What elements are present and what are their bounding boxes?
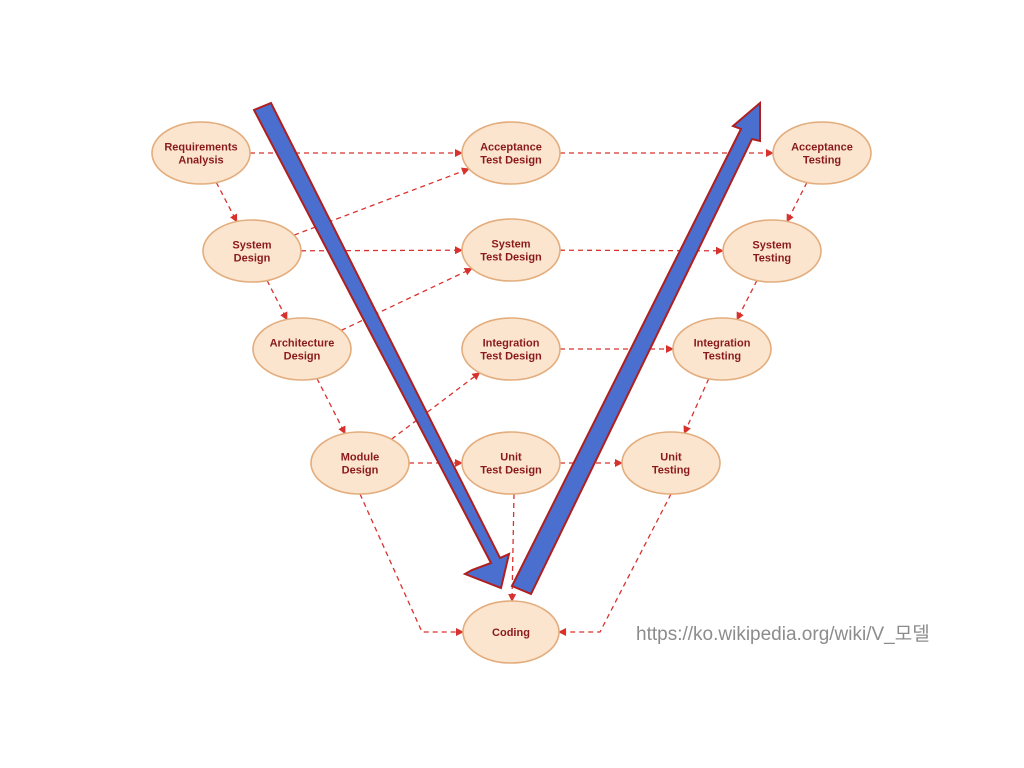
node-ellipse: [461, 431, 561, 495]
downward-flow-arrow: [252, 101, 511, 590]
node-ellipse: [461, 317, 561, 381]
node-label: Coding: [492, 627, 530, 639]
link-st-to-it: [736, 280, 758, 321]
node-ellipse: [461, 121, 561, 185]
node-label: Design: [234, 253, 271, 265]
node-label: Integration: [483, 338, 540, 350]
node-label: Test Design: [480, 155, 542, 167]
node-label: Architecture: [270, 338, 335, 350]
node-label: Acceptance: [791, 142, 853, 154]
node-ellipse: [252, 317, 352, 381]
link-ad-to-md: [316, 378, 346, 435]
node-label: Test Design: [480, 465, 542, 477]
node-label: System: [752, 240, 791, 252]
node-label: Module: [341, 452, 380, 464]
link-at-to-st: [786, 182, 808, 223]
link-it-to-ut: [683, 378, 710, 435]
link-ad-to-std: [340, 267, 473, 331]
node-label: Integration: [694, 338, 751, 350]
node-label: System: [491, 239, 530, 251]
link-ut-to-cod: [558, 493, 672, 636]
link-md-to-cod: [359, 493, 464, 636]
node-ellipse: [151, 121, 251, 185]
node-label: System: [232, 240, 271, 252]
node-label: Design: [284, 351, 321, 363]
node-ellipse: [461, 218, 561, 282]
node-label: Test Design: [480, 351, 542, 363]
node-label: Testing: [753, 253, 791, 265]
node-ellipse: [722, 219, 822, 283]
link-sd-to-ad: [266, 280, 288, 321]
node-ellipse: [772, 121, 872, 185]
source-url: https://ko.wikipedia.org/wiki/V_모델: [636, 624, 930, 645]
node-label: Testing: [803, 155, 841, 167]
node-label: Testing: [703, 351, 741, 363]
upward-flow-arrow: [510, 100, 761, 596]
link-req-to-sd: [215, 182, 238, 223]
node-ellipse: [462, 600, 560, 664]
link-md-to-itd: [391, 372, 481, 440]
node-label: Unit: [500, 452, 522, 464]
node-label: Acceptance: [480, 142, 542, 154]
node-label: Design: [342, 465, 379, 477]
node-label: Analysis: [178, 155, 223, 167]
node-label: Test Design: [480, 252, 542, 264]
node-label: Requirements: [164, 142, 237, 154]
node-ellipse: [621, 431, 721, 495]
node-label: Unit: [660, 452, 682, 464]
node-ellipse: [310, 431, 410, 495]
link-sd-to-std: [300, 246, 463, 255]
node-ellipse: [202, 219, 302, 283]
flow-arrows: [252, 100, 761, 596]
node-cod: Coding: [462, 600, 560, 664]
node-label: Testing: [652, 465, 690, 477]
node-ellipse: [672, 317, 772, 381]
